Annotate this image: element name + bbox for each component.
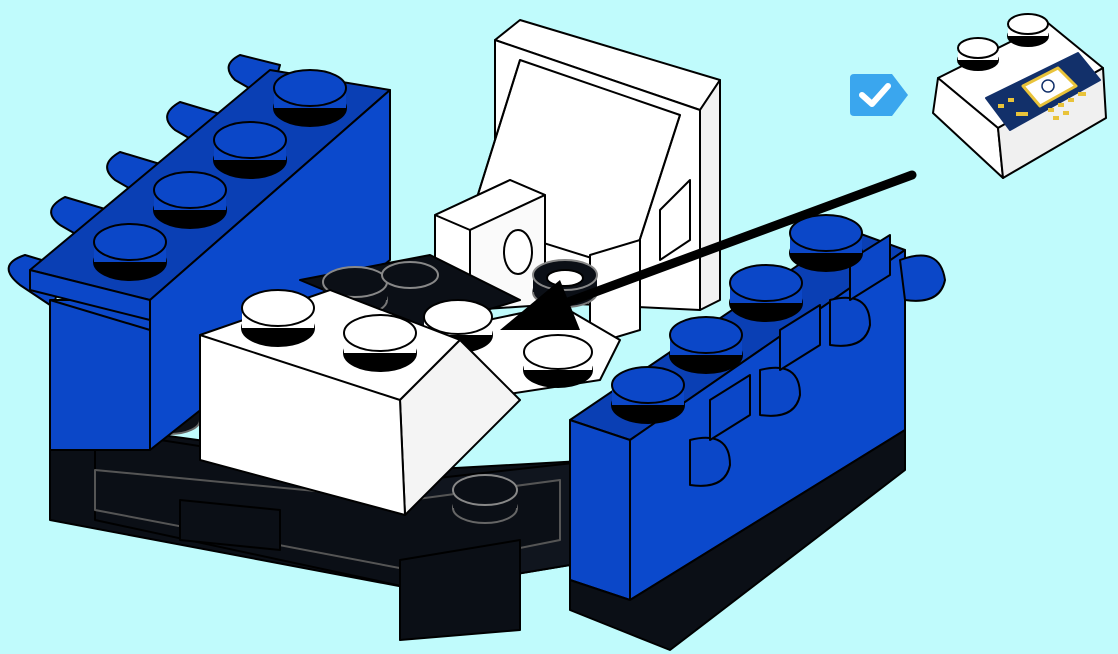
- stud: [214, 122, 286, 178]
- stud: [242, 290, 314, 346]
- stud: [274, 70, 346, 126]
- check-icon: [848, 72, 910, 118]
- stud: [382, 262, 438, 288]
- stud: [94, 224, 166, 280]
- stud: [612, 367, 684, 423]
- stud: [154, 172, 226, 228]
- stud: [1008, 14, 1048, 46]
- stud: [344, 315, 416, 371]
- part-callout-slope-control-panel: [928, 8, 1108, 186]
- stud: [790, 215, 862, 271]
- stud: [730, 265, 802, 321]
- stud: [958, 38, 998, 70]
- stud: [524, 335, 592, 387]
- stud: [453, 475, 517, 523]
- stud: [670, 317, 742, 373]
